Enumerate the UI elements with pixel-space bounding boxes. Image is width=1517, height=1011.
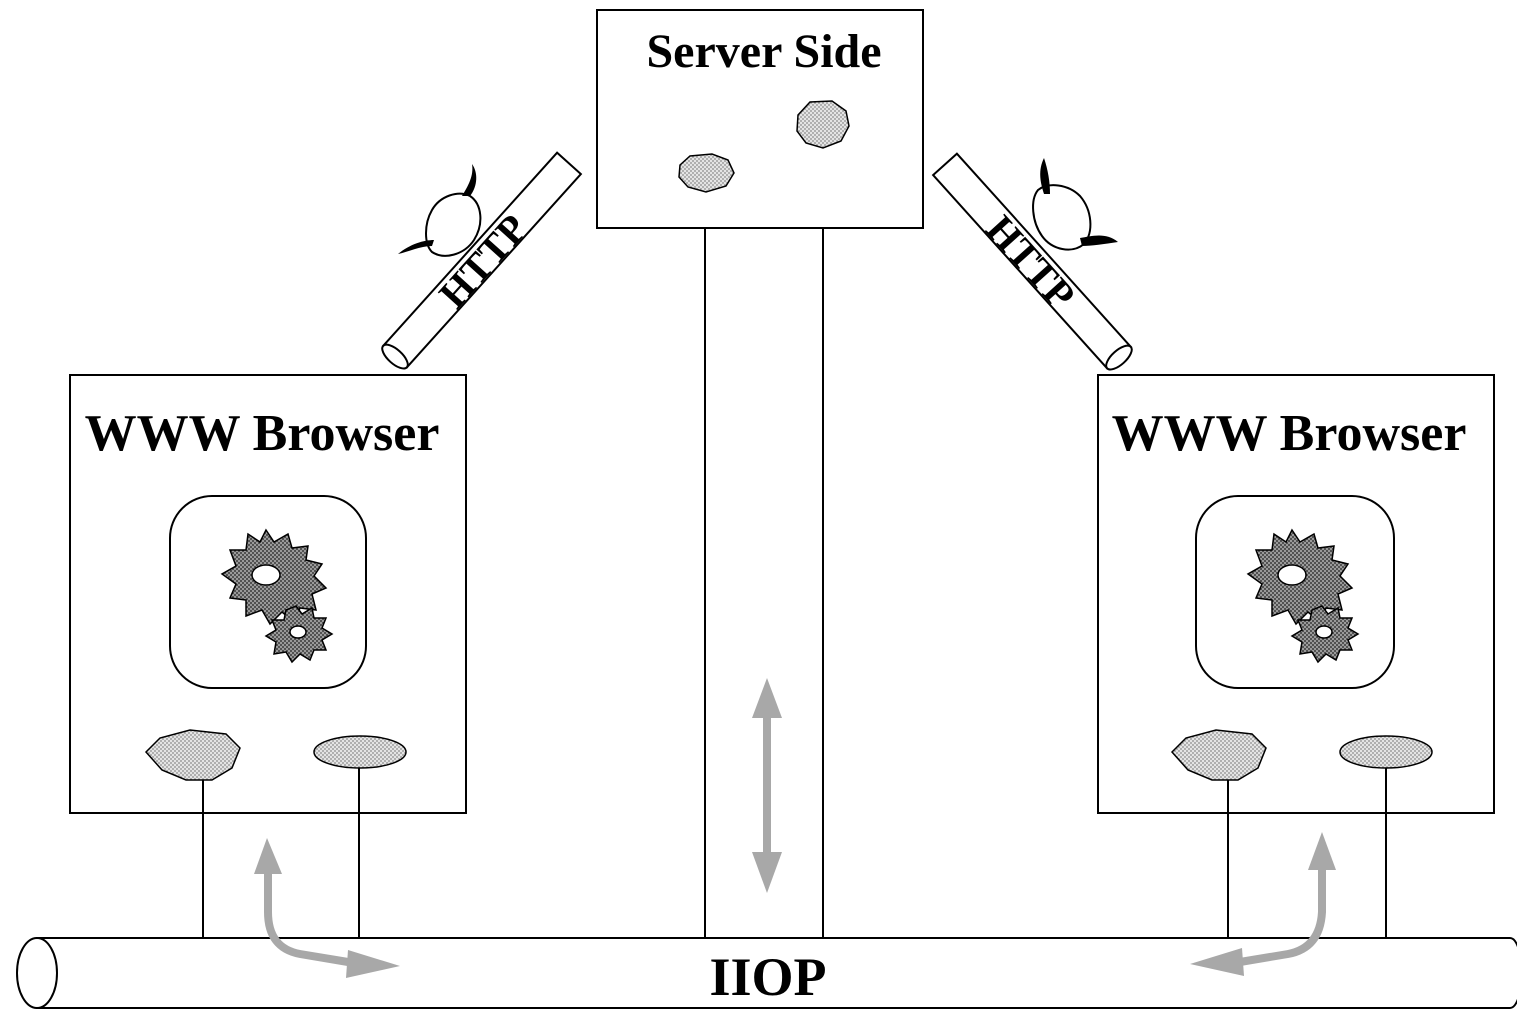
http-link-left: HTTP: [381, 151, 583, 370]
server-side-box: Server Side: [596, 9, 924, 229]
browser-left-object-2: [313, 735, 407, 769]
server-object-2: [796, 100, 850, 149]
server-object-1: [678, 153, 735, 193]
server-side-title: Server Side: [646, 25, 881, 78]
browser-right: WWW Browser: [1097, 374, 1495, 814]
bug-icon: [1032, 158, 1118, 251]
curved-arrow-left-icon: [254, 838, 400, 978]
curved-arrow-right-icon: [1190, 832, 1336, 976]
iiop-label: IIOP: [709, 947, 826, 1007]
gears-icon: [220, 528, 334, 664]
http-link-right: HTTP: [931, 152, 1133, 371]
browser-right-object-2: [1339, 735, 1433, 769]
browser-right-title: WWW Browser: [1112, 405, 1467, 462]
bidirectional-arrow-icon: [752, 678, 782, 893]
iiop-bus: IIOP: [16, 937, 1517, 1009]
gears-icon: [1246, 528, 1360, 664]
bug-icon: [398, 164, 482, 257]
browser-right-object-1: [1170, 729, 1267, 781]
browser-left: WWW Browser: [69, 374, 467, 814]
browser-left-title: WWW Browser: [85, 405, 440, 462]
browser-left-object-1: [144, 729, 241, 781]
